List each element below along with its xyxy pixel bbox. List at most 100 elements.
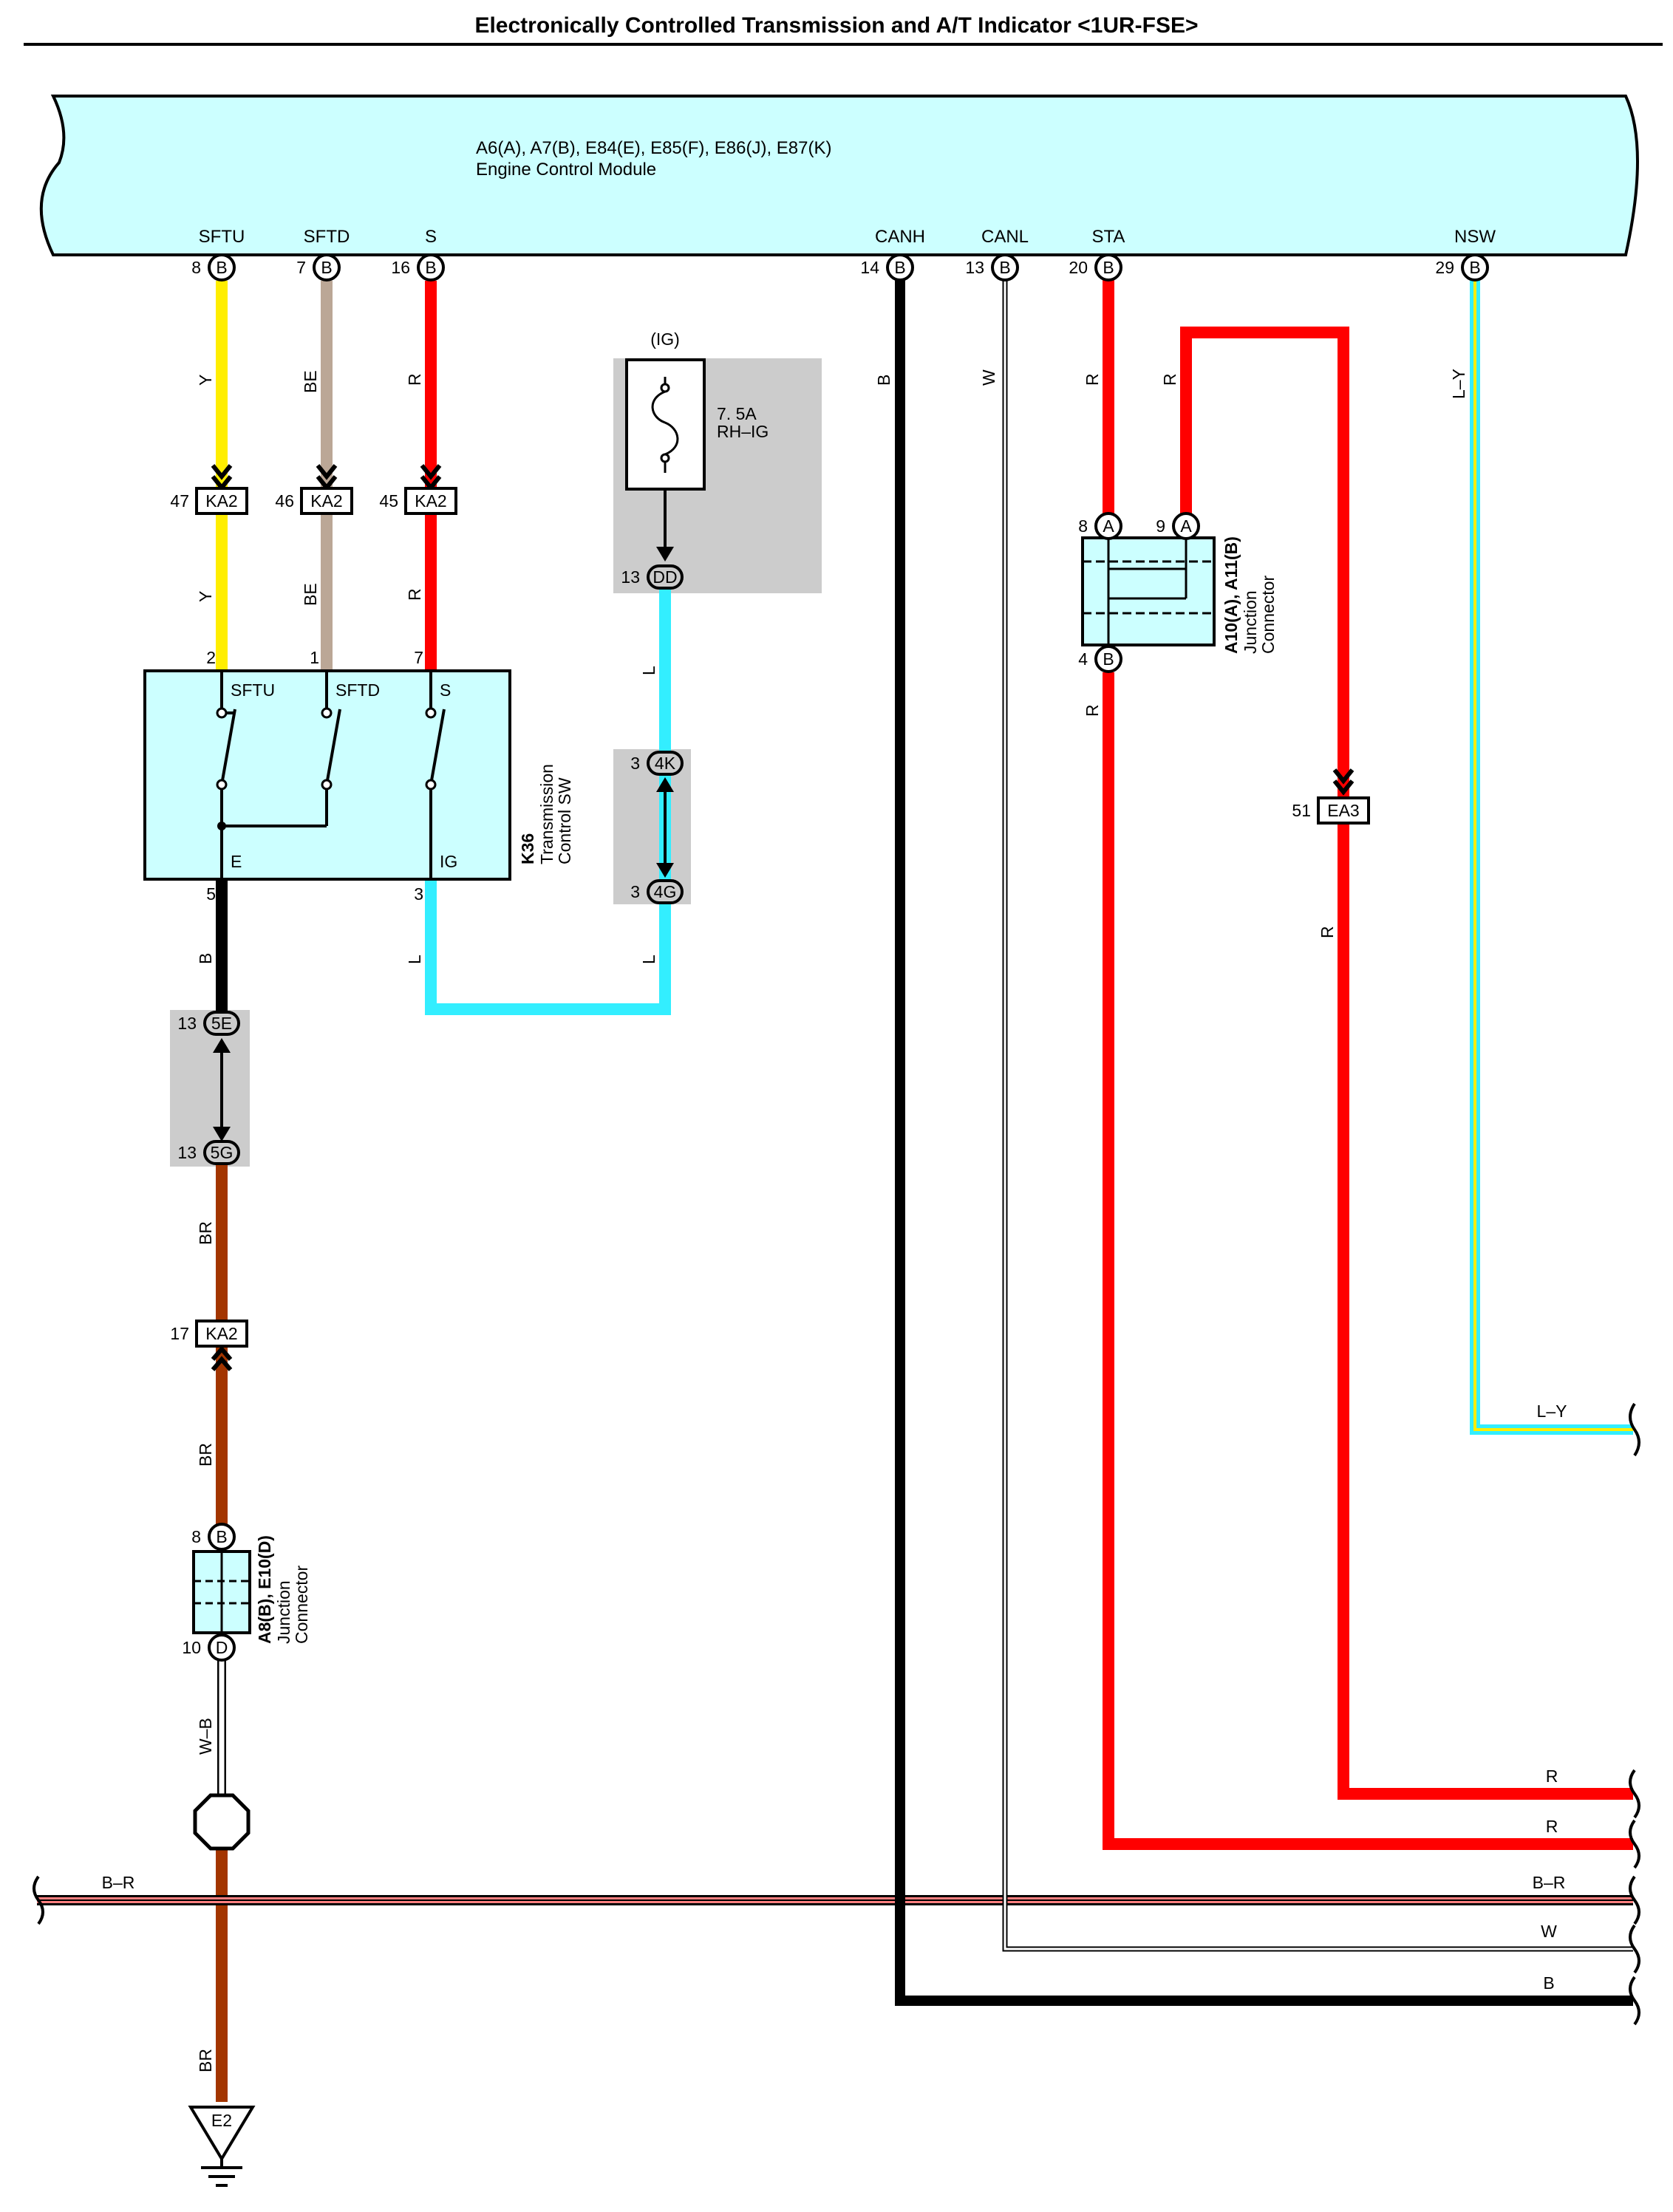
ecm-terminal-canh: B 14 xyxy=(860,253,914,281)
label-canh-b: B xyxy=(874,375,893,386)
svg-text:4K: 4K xyxy=(655,754,676,773)
svg-text:20: 20 xyxy=(1069,258,1088,277)
svg-text:A: A xyxy=(1103,516,1114,536)
svg-text:4: 4 xyxy=(1078,649,1088,669)
label-l-2: L xyxy=(639,955,658,964)
svg-text:B: B xyxy=(1103,258,1114,277)
svg-text:9: 9 xyxy=(1156,516,1165,536)
svg-text:KA2: KA2 xyxy=(415,491,446,511)
connector-ka2-17: KA2 17 xyxy=(170,1320,248,1371)
junction-a8-e10: B 8 D 10 xyxy=(182,1523,251,1662)
ecm-signal-canl: CANL xyxy=(981,227,1029,247)
ecm-terminal-nsw: B 29 xyxy=(1435,253,1489,281)
junction-a8-line2: Connector xyxy=(292,1566,311,1644)
svg-text:A: A xyxy=(1180,516,1192,536)
svg-text:B: B xyxy=(894,258,905,277)
connector-4g: 4G 3 xyxy=(630,879,684,904)
junction-a10-a11: A 8 A 9 B 4 xyxy=(1078,512,1216,673)
svg-text:B: B xyxy=(321,258,332,277)
fuse-name: RH–IG xyxy=(717,422,769,441)
sw-label-ig: IG xyxy=(440,852,457,871)
label-y-2: Y xyxy=(196,591,215,602)
label-r-b4: R xyxy=(1083,704,1102,717)
label-be-2: BE xyxy=(301,583,320,606)
sw-junction-dot xyxy=(217,822,226,830)
svg-text:13: 13 xyxy=(965,258,984,277)
label-be-1: BE xyxy=(301,370,320,393)
label-r-out-2: R xyxy=(1546,1817,1558,1836)
ecm-signal-s: S xyxy=(425,227,437,247)
svg-text:5E: 5E xyxy=(211,1014,232,1033)
svg-text:13: 13 xyxy=(621,567,640,587)
sw-pin-e: 5 xyxy=(206,884,216,904)
label-br-3: BR xyxy=(196,2049,215,2072)
svg-text:B: B xyxy=(216,258,227,277)
sw-contacts xyxy=(216,707,437,791)
wire-ly-yellow xyxy=(1473,273,1633,1431)
label-r-2: R xyxy=(405,588,424,601)
ecm-terminal-sftu: B 8 xyxy=(191,253,236,281)
ecm-signal-sta: STA xyxy=(1092,227,1125,247)
sw-label-sftu: SFTU xyxy=(231,680,275,700)
connector-4k-4g-bg xyxy=(613,749,691,904)
svg-text:DD: DD xyxy=(652,567,677,587)
sw-pin-sftd: 1 xyxy=(310,648,319,667)
svg-text:KA2: KA2 xyxy=(310,491,342,511)
label-r-1: R xyxy=(405,373,424,386)
sw-label-e: E xyxy=(231,852,242,871)
ecm-box xyxy=(39,95,1639,256)
svg-text:E2: E2 xyxy=(211,2111,232,2130)
connector-4k: 4K 3 xyxy=(630,751,684,776)
label-r-out-1: R xyxy=(1546,1766,1558,1786)
sw-pin-s: 7 xyxy=(414,648,423,667)
wire-canh-b xyxy=(895,273,1633,2006)
svg-text:10: 10 xyxy=(182,1638,201,1657)
wire-canl-w xyxy=(1004,273,1633,1950)
svg-text:47: 47 xyxy=(170,491,189,511)
wire-r-ea3 xyxy=(1180,327,1633,1800)
junction-a8-id: A8(B), E10(D) xyxy=(255,1535,274,1644)
connector-5e-5g-bg xyxy=(170,1010,250,1167)
connector-5e: 5E 13 xyxy=(177,1011,240,1036)
label-sta-r: R xyxy=(1083,373,1102,386)
connector-ka2-45: KA2 45 xyxy=(379,464,457,515)
svg-text:46: 46 xyxy=(275,491,294,511)
ecm-connectors: A6(A), A7(B), E84(E), E85(F), E86(J), E8… xyxy=(476,138,831,158)
svg-text:7: 7 xyxy=(296,258,306,277)
svg-text:EA3: EA3 xyxy=(1327,801,1359,820)
label-br-bus-left: B–R xyxy=(102,1873,135,1892)
svg-text:14: 14 xyxy=(860,258,879,277)
svg-text:16: 16 xyxy=(391,258,410,277)
connector-dd: DD 13 xyxy=(621,564,684,590)
label-w-out: W xyxy=(1541,1922,1557,1941)
label-br-1: BR xyxy=(196,1221,215,1245)
wire-sta-r-out xyxy=(1103,672,1633,1850)
label-ly-horizontal: L–Y xyxy=(1537,1402,1567,1421)
connector-5g: 5G 13 xyxy=(177,1140,240,1165)
ecm-name: Engine Control Module xyxy=(476,160,656,180)
label-r-loop: R xyxy=(1160,373,1179,386)
svg-text:D: D xyxy=(216,1638,228,1657)
fuse-icon xyxy=(651,377,679,473)
svg-text:B: B xyxy=(1469,258,1480,277)
label-wb: W–B xyxy=(196,1718,215,1755)
label-y-1: Y xyxy=(196,375,215,386)
ground-e2: E2 xyxy=(188,2106,256,2187)
transmission-sw-name-1: Transmission xyxy=(537,764,556,864)
ecm-terminal-sftd: B 7 xyxy=(296,253,341,281)
svg-text:8: 8 xyxy=(191,258,201,277)
wire-end-breaks xyxy=(33,1402,1640,2026)
label-b-e: B xyxy=(196,953,215,964)
label-l-1: L xyxy=(639,666,658,675)
junction-a8-line1: Junction xyxy=(274,1580,293,1644)
page-title: Electronically Controlled Transmission a… xyxy=(474,13,1198,38)
sw-pin-ig: 3 xyxy=(414,884,423,904)
junction-a10-id: A10(A), A11(B) xyxy=(1221,536,1241,654)
splice-octagon xyxy=(193,1793,251,1851)
svg-text:B: B xyxy=(425,258,436,277)
svg-text:B: B xyxy=(1103,649,1114,669)
svg-text:13: 13 xyxy=(177,1014,197,1033)
sw-internals xyxy=(220,671,446,879)
ecm-signal-canh: CANH xyxy=(875,227,925,247)
